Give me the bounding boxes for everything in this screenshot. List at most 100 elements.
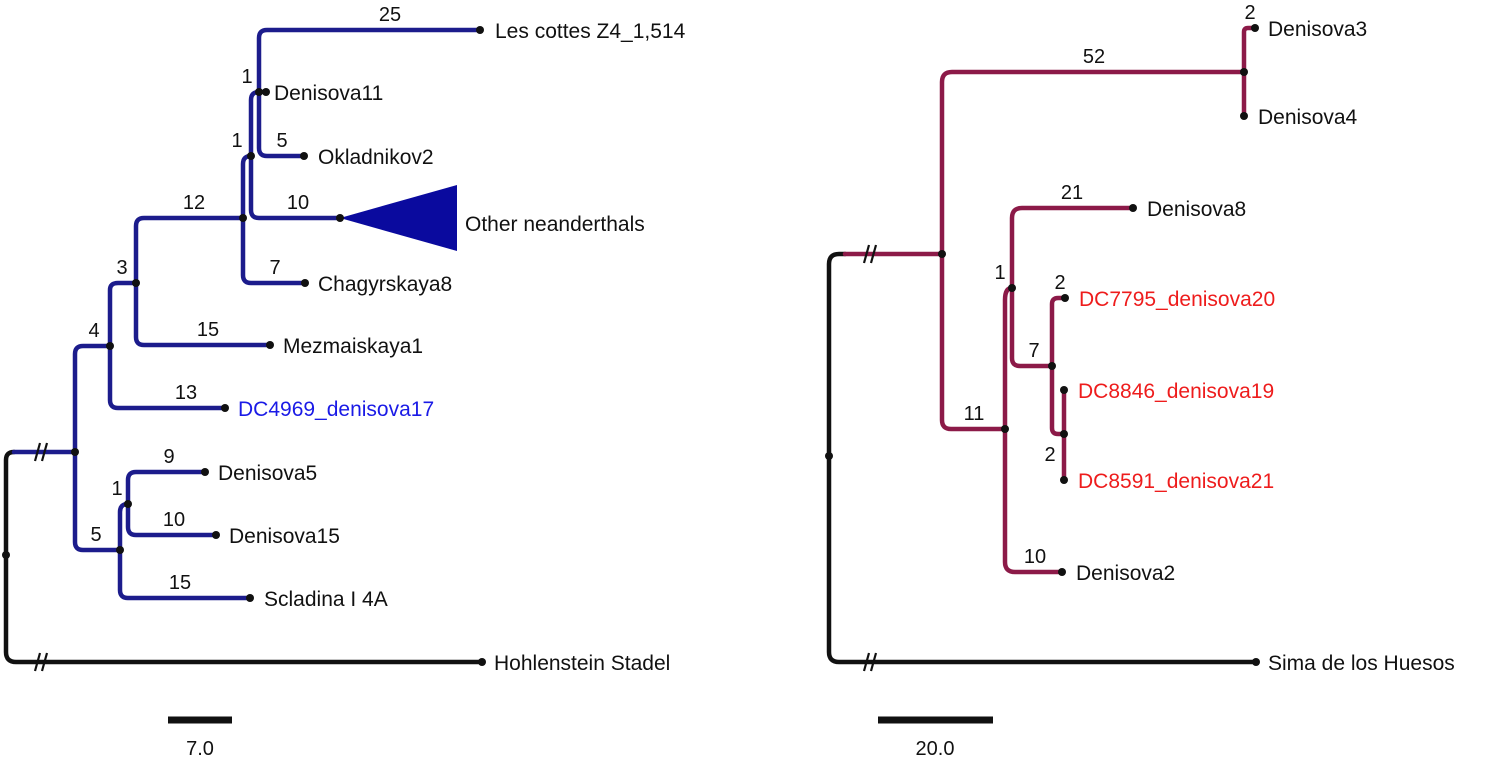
right-node-52: [1240, 68, 1248, 76]
support-node-5: 5: [90, 524, 101, 546]
support-denisova15: 10: [163, 509, 185, 531]
left-node4-clade: [72, 343, 113, 455]
right-break-mark-ingroup: [862, 244, 878, 264]
right-tip-dc8591: [1060, 476, 1068, 484]
support-denisova3: 2: [1244, 2, 1255, 24]
left-node-12: [239, 214, 247, 222]
left-denisova5-branch: [125, 469, 208, 507]
tip-label-dc8591: DC8591_denisova21: [1078, 470, 1274, 493]
support-les-cottes: 25: [379, 4, 401, 26]
tip-label-dc7795: DC7795_denisova20: [1079, 288, 1275, 311]
left-node-4: [106, 342, 114, 350]
right-node-7: [1048, 362, 1056, 370]
support-node-12: 12: [183, 192, 205, 214]
left-root-node: [2, 551, 10, 559]
support-node-1b: 1: [111, 478, 122, 500]
right-tip-denisova8: [1129, 204, 1137, 212]
left-denisova15-branch: [125, 501, 219, 538]
tip-label-other-neanderthals: Other neanderthals: [465, 213, 645, 236]
right-denisova3-branch: [1241, 25, 1258, 75]
right-ingroup-branches: [842, 25, 1258, 575]
tip-label-denisova15: Denisova15: [229, 525, 340, 548]
right-root-ingroup-stem: [826, 251, 848, 459]
right-ingroup-node: [938, 250, 946, 258]
left-tip-denisova5: [201, 468, 209, 476]
tip-label-denisova3: Denisova3: [1268, 18, 1367, 41]
left-break-mark-ingroup: [33, 442, 49, 462]
right-root-outgroup-branch: [826, 453, 1259, 665]
tip-label-denisova11: Denisova11: [274, 82, 383, 105]
right-break-mark-outgroup: [862, 652, 878, 672]
left-tip-denisova15: [212, 531, 220, 539]
right-node2-clade: [1049, 363, 1067, 437]
right-scale-label: 20.0: [916, 738, 955, 758]
support-scladina: 15: [169, 572, 191, 594]
right-tip-sima: [1252, 658, 1260, 666]
left-root-outgroup-branch: [3, 552, 485, 665]
left-scladina-branch: [117, 547, 253, 601]
right-node-2: [1060, 430, 1068, 438]
tip-label-dc8846: DC8846_denisova19: [1078, 380, 1274, 403]
left-chagyrskaya8-branch: [240, 215, 308, 286]
left-tip-mezmaiskaya1: [266, 341, 274, 349]
support-node-52: 52: [1083, 46, 1105, 68]
support-node-d11: 1: [241, 66, 252, 88]
tip-label-hohlenstein: Hohlenstein Stadel: [494, 652, 670, 675]
support-other-neanderthals: 10: [287, 192, 309, 214]
left-mezmaiskaya1-branch: [133, 280, 273, 348]
left-node12-clade: [133, 215, 246, 286]
right-tip-denisova4: [1240, 112, 1248, 120]
tip-label-scladina: Scladina I 4A: [264, 588, 388, 611]
right-dc7795-branch: [1049, 295, 1068, 369]
support-denisova2: 10: [1024, 546, 1046, 568]
support-node-1: 1: [994, 262, 1005, 284]
right-denisova34-clade: [939, 69, 1247, 257]
support-okladnikov2: 5: [276, 130, 287, 152]
tip-label-chagyrskaya8: Chagyrskaya8: [318, 273, 452, 296]
left-break-mark-outgroup: [33, 652, 49, 672]
support-node-7: 7: [1028, 340, 1039, 362]
support-node-inner: 1: [231, 130, 242, 152]
tip-label-dc4969: DC4969_denisova17: [238, 398, 434, 421]
tip-label-les-cottes: Les cottes Z4_1,514: [495, 20, 686, 43]
right-nodes: [825, 24, 1260, 666]
left-okladnikov2-branch: [256, 89, 307, 159]
right-tree: Denisova3 Denisova4 Denisova8 DC7795_den…: [825, 2, 1455, 758]
collapsed-clade-triangle: [340, 185, 457, 251]
left-node-5: [116, 546, 124, 554]
right-denisova2-branch: [1002, 426, 1065, 575]
right-node-1: [1008, 284, 1016, 292]
right-node-11: [1001, 425, 1009, 433]
left-node5-clade: [72, 449, 123, 553]
left-ingroup-node: [71, 448, 79, 456]
left-node-3: [132, 279, 140, 287]
right-tip-denisova2: [1058, 568, 1066, 576]
left-tree: Les cottes Z4_1,514 Denisova11 Okladniko…: [2, 4, 686, 758]
tip-label-okladnikov2: Okladnikov2: [318, 146, 434, 169]
tip-label-denisova2: Denisova2: [1076, 562, 1175, 585]
left-ingroup-branches: [11, 27, 483, 601]
support-mezmaiskaya1: 15: [197, 319, 219, 341]
left-node3-clade: [107, 280, 139, 349]
left-d11-node: [255, 88, 263, 96]
support-dc7795: 2: [1054, 272, 1065, 294]
right-tip-dc8846: [1060, 386, 1068, 394]
left-les-cottes-branch: [256, 27, 483, 95]
left-tip-denisova11: [262, 88, 270, 96]
left-tip-okladnikov2: [300, 152, 308, 160]
left-tip-les-cottes: [476, 26, 484, 34]
tip-label-denisova4: Denisova4: [1258, 106, 1358, 129]
right-node7-clade: [1009, 285, 1055, 369]
left-scale-label: 7.0: [186, 738, 214, 758]
right-tip-dc7795: [1061, 294, 1069, 302]
support-denisova5: 9: [163, 446, 174, 468]
right-denisova8-branch: [1009, 205, 1136, 291]
left-tip-chagyrskaya8: [301, 279, 309, 287]
left-tip-dc4969: [221, 404, 229, 412]
tip-label-sima: Sima de los Huesos: [1268, 652, 1455, 675]
right-root-node: [825, 452, 833, 460]
right-node11-clade: [939, 251, 1008, 432]
support-node-11: 11: [964, 403, 985, 425]
left-tip-other-neanderthals: [336, 214, 344, 222]
